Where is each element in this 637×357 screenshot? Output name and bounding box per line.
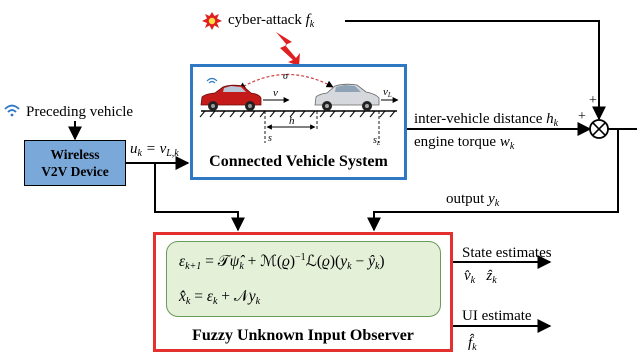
vl-label: vL [383,86,392,99]
plus-sign-left: + [578,109,586,124]
wifi-icon [4,104,20,117]
wireless-label-line2: V2V Device [41,164,109,179]
v-label: v [273,87,278,99]
lightning-icon [276,32,300,66]
input-signal-label: uk = vL,k [130,141,179,159]
road-hatching [199,110,396,118]
cyber-attack-label: cyber-attack fk [228,12,315,30]
output-label: output yk [446,191,500,209]
observer-equation-2: x̂̇k = εk + 𝒩yk [179,288,261,307]
observer-equations-panel: εk+1 = 𝒯ψ̂k + ℳ(ϱ)−1ℒ(ϱ)(yk − ŷk) x̂̇k =… [166,241,441,317]
state-estimates-label: State estimates [462,245,552,261]
cyber-attack-star-icon [202,12,222,30]
attack-signal-line [345,20,606,121]
vehicle-scene: σ v vL s h sL [199,71,399,147]
summing-junction [589,119,609,139]
observer-title: Fuzzy Unknown Input Observer [192,327,414,344]
connected-vehicle-system-block: σ v vL s h sL Connected Vehicle System [190,64,407,180]
preceding-vehicle-label: Preceding vehicle [26,104,134,120]
plus-sign-top: + [589,93,597,108]
sigma-label: σ [283,71,289,82]
ui-estimate-symbol: f̂k [468,335,477,353]
ui-estimate-label: UI estimate [462,308,532,324]
following-car-icon [200,84,262,111]
inter-vehicle-distance-label: inter-vehicle distance hk [414,111,559,129]
input-to-observer-arrow [154,163,245,232]
observer-equation-1: εk+1 = 𝒯ψ̂k + ℳ(ϱ)−1ℒ(ϱ)(yk − ŷk) [179,252,385,273]
h-label: h [289,115,295,127]
car-wifi-icon [206,77,218,84]
communication-arc [238,73,334,90]
leading-car-icon [314,83,380,111]
engine-torque-label: engine torque wk [414,134,515,152]
wireless-v2v-device-block: Wireless V2V Device [24,140,126,186]
state-estimates-symbols: v̂k ẑk [464,268,497,286]
wireless-label-line1: Wireless [50,147,100,162]
cvs-title: Connected Vehicle System [209,153,388,170]
s-label: s [268,133,272,144]
output-to-observer-arrow [367,129,619,232]
sl-label: sL [373,135,381,147]
fuzzy-unknown-input-observer-block: εk+1 = 𝒯ψ̂k + ℳ(ϱ)−1ℒ(ϱ)(yk − ŷk) x̂̇k =… [153,232,453,352]
